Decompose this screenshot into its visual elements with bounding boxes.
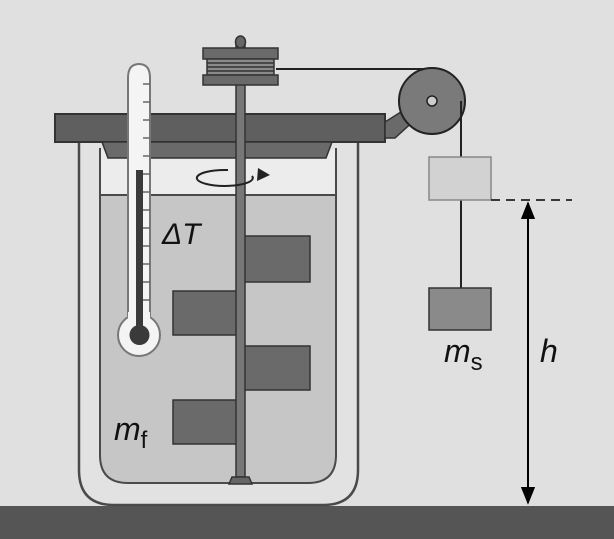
paddle-blade	[243, 345, 311, 391]
label-height: h	[540, 333, 558, 369]
label-fluid-mass: mf	[114, 411, 148, 454]
thermometer	[117, 62, 161, 357]
label-falling-mass: ms	[444, 333, 483, 376]
rotation-arrow-icon	[195, 168, 270, 187]
paddle-shaft	[235, 41, 246, 478]
spool	[202, 47, 279, 86]
paddle-blade	[172, 290, 242, 336]
paddle-blade	[243, 235, 311, 283]
shaft-bearing	[227, 476, 254, 485]
thermometer-bulb	[129, 325, 150, 345]
paddle-blade	[172, 399, 242, 445]
air-gap	[100, 150, 336, 195]
shaft-top	[234, 35, 247, 49]
paddle-blades	[172, 235, 311, 445]
lid-underside	[100, 141, 334, 159]
lid	[54, 113, 386, 143]
mass-initial-position	[428, 156, 492, 201]
thermometer-mercury-column	[136, 170, 143, 330]
thermometer-ticks	[143, 83, 150, 301]
floor	[0, 506, 614, 539]
label-delta-t: ΔT	[161, 218, 203, 251]
mass-final-position	[428, 287, 492, 331]
pulley-hub	[426, 95, 438, 107]
